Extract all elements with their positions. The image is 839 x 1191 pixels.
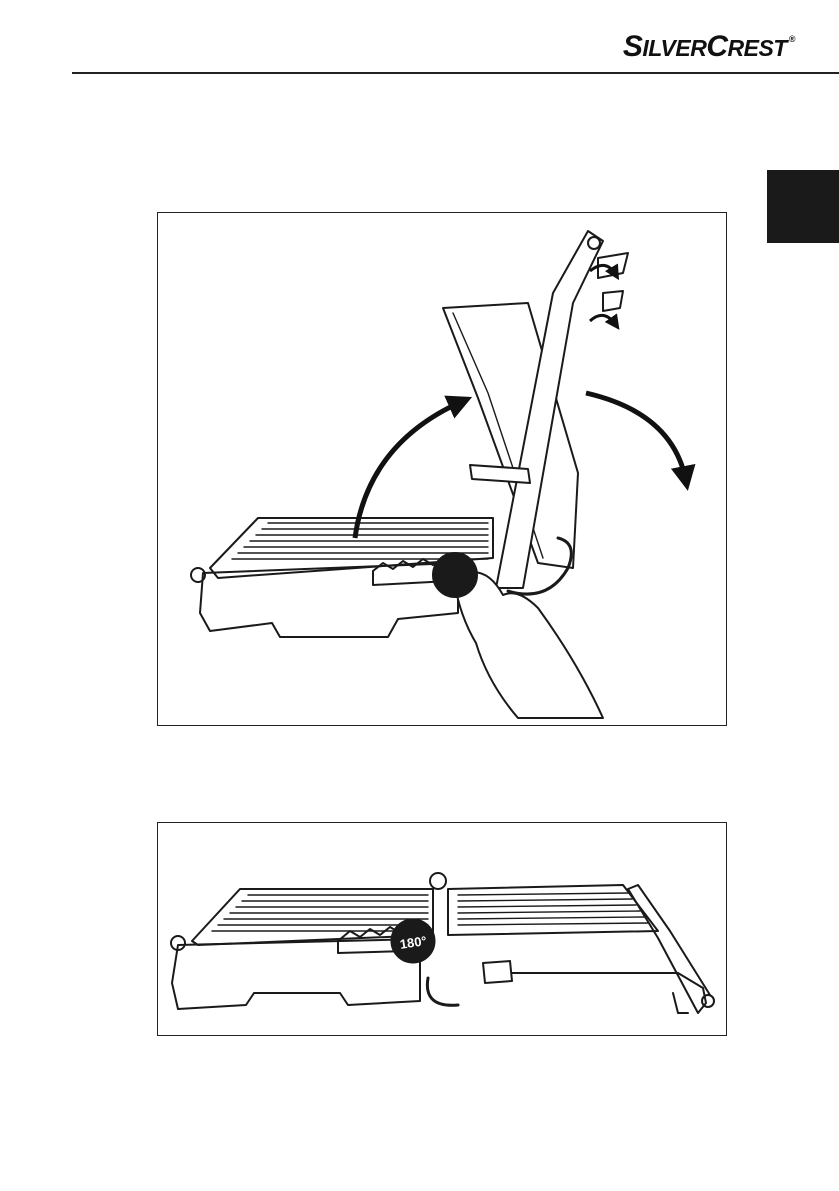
rotate-arrow-bottom — [590, 315, 616, 325]
right-plate-ribs — [458, 893, 648, 925]
illustration-open-grill — [158, 213, 728, 727]
lever-foot — [673, 993, 688, 1013]
rotate-arrow-top — [590, 265, 616, 275]
hinge-knob — [430, 873, 446, 889]
left-plate-ribs — [212, 895, 428, 931]
registered-mark: ® — [789, 34, 795, 44]
grill-base — [200, 563, 458, 637]
logo-letters-ilver: ILVER — [642, 35, 706, 61]
lever-pivot — [702, 995, 714, 1007]
language-tab-marker — [767, 170, 839, 243]
grill-base — [172, 939, 420, 1009]
lever-clip — [483, 961, 512, 983]
height-adjuster — [598, 253, 628, 311]
logo-letters-rest: REST — [728, 35, 787, 61]
power-cord — [427, 978, 458, 1005]
logo-letter-s: S — [623, 30, 643, 63]
figure-flat-grill: 180° — [157, 822, 727, 1036]
figure-open-grill — [157, 212, 727, 726]
lever-clip — [470, 465, 530, 483]
lever-arm — [488, 885, 710, 1013]
logo-letter-c: C — [706, 30, 727, 63]
lever-arm — [496, 231, 603, 588]
illustration-flat-grill: 180° — [158, 823, 728, 1037]
silvercrest-logo: SILVERCREST® — [623, 30, 795, 64]
header-rule — [72, 72, 839, 74]
temperature-dial — [433, 553, 477, 597]
swing-arrow — [586, 393, 686, 481]
